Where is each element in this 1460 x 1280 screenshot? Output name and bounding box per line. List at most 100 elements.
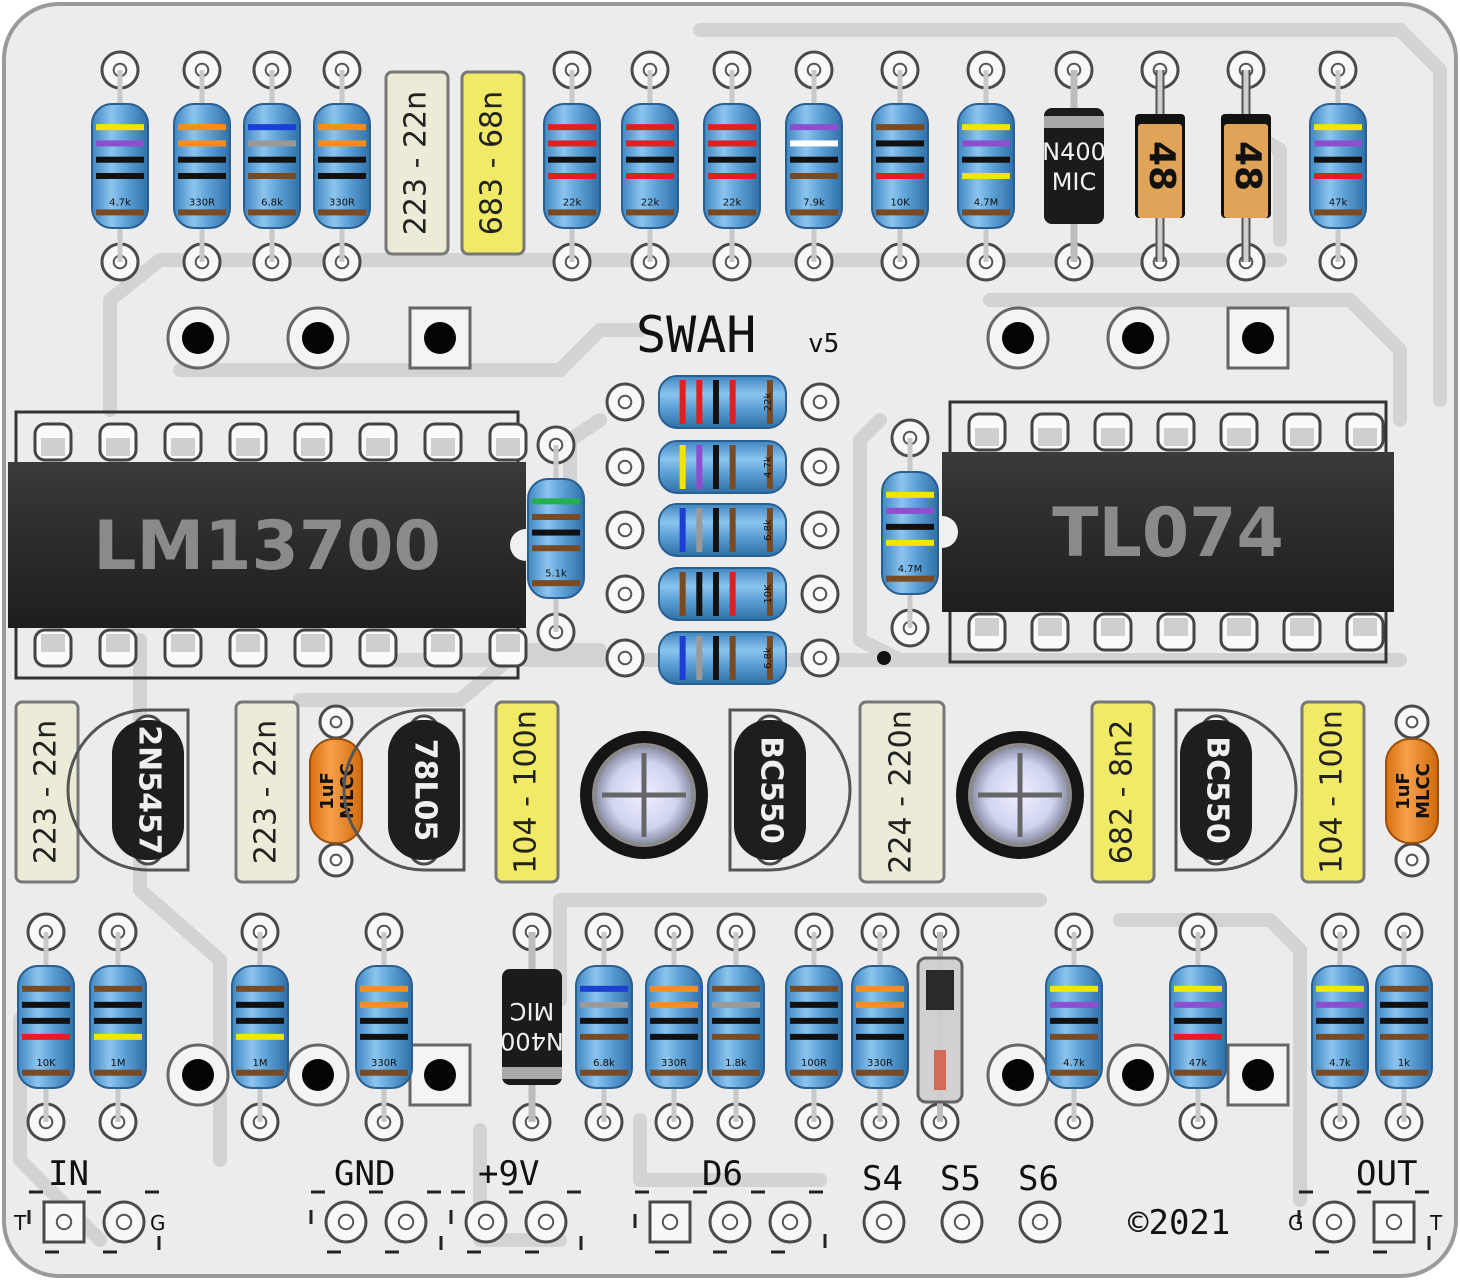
film-cap-label: 104 - 100n [1315,710,1350,873]
resistor: 22k [543,50,601,282]
pot-lug-hole [1226,306,1290,370]
resistor-pad [605,447,645,487]
resistor: 330R [173,50,231,282]
resistor-label: 10K [36,1058,56,1069]
resistor: 330R [355,912,413,1142]
resistor: 6.8k [605,503,840,557]
connector-s6-label: S6 [1018,1159,1059,1199]
resistor: 5.1k [527,425,585,652]
transistor-label: BC550 [754,736,789,844]
resistor-label: 6.8k [261,198,283,209]
resistor: 1.8k [707,912,765,1142]
resistor: 100R [785,912,843,1142]
resistor: 330R [313,50,371,282]
copper-traces [13,23,1447,1247]
resistor: 330R [645,912,703,1142]
resistor-label: 4.7M [974,198,999,209]
resistor-label: 22k [641,198,660,209]
resistor-pad [605,574,645,614]
film-cap-label: 223 - 22n [249,720,284,864]
resistor: 4.7M [881,418,939,648]
resistor-label: 10K [890,198,910,209]
resistor-label: 47k [1329,198,1348,209]
signal-diode-label: 48 [1227,141,1268,191]
resistor: 22k [605,375,840,429]
resistor-pad [800,574,840,614]
signal-diode-label: 48 [1141,141,1182,191]
resistor-pad [800,382,840,422]
film-cap-label: 682 - 8n2 [1105,720,1140,864]
resistor: 4.7k [91,50,149,282]
board-title: SWAH [636,306,756,364]
resistor-label: 22k [763,393,774,412]
film-cap-label: 104 - 100n [509,710,544,873]
diode-label: N400 [1042,138,1106,166]
resistor-label: 330R [867,1058,893,1069]
mlcc-label-value: 1uF [317,772,338,810]
resistor-pad [800,638,840,678]
out-tip-label: T [1429,1211,1443,1235]
resistor: 4.7k [605,440,840,494]
film-cap-label: 683 - 68n [475,91,510,235]
transistor-label: 2N5457 [132,725,167,854]
resistor-label: 22k [723,198,742,209]
ic-label: TL074 [1052,494,1284,573]
resistor-label: 4.7k [763,456,774,478]
film-cap-label: 224 - 220n [884,710,919,873]
resistor-label: 330R [189,198,215,209]
transistor: BC550 [1174,708,1298,872]
signal-diode: 48 [1135,50,1185,282]
mlcc-pad [318,842,354,878]
zener-diode [916,912,964,1142]
pot-lug-hole [286,1043,350,1107]
resistor-label: 330R [661,1058,687,1069]
transistor: BC550 [728,708,852,872]
resistor: 6.8k [605,631,840,685]
resistor-pad [605,382,645,422]
mlcc-pad [1394,842,1430,878]
resistor: 1M [89,912,147,1142]
header-pin [648,1200,692,1244]
gnd-header [309,1190,443,1254]
s5-pad [940,1200,984,1244]
film-cap-label: 223 - 22n [399,91,434,235]
connector-9v-label: +9V [478,1154,539,1194]
pot-lug-hole [986,306,1050,370]
mlcc-label-type: MLCC [337,763,358,819]
resistor-label: 47k [1189,1058,1208,1069]
power-9v-header [449,1190,583,1254]
pot-lug-hole [166,306,230,370]
connector-in-label: IN [48,1154,89,1194]
header-pin [768,1200,812,1244]
header-pin [708,1200,752,1244]
out-ground-label: G [1288,1211,1304,1235]
pin1-marker [877,651,891,665]
connector-s4-label: S4 [862,1159,903,1199]
transistor-label: BC550 [1200,736,1235,844]
resistor: 6.8k [243,50,301,282]
resistor: 47k [1169,912,1227,1142]
pot-lug-hole [286,306,350,370]
dip-ic: TL074 [926,400,1394,664]
board-version: v5 [808,329,839,359]
diode-label: N400 [500,1027,564,1055]
input-jack-header [27,1190,161,1254]
resistor-label: 1k [1398,1058,1410,1069]
header-pin [384,1200,428,1244]
resistor-label: 4.7k [1329,1058,1351,1069]
resistor: 47k [1309,50,1367,282]
electrolytic-capacitor [580,731,708,859]
resistor: 1k [1375,912,1433,1142]
mlcc-label-type: MLCC [1413,763,1434,819]
pot-lug-hole [986,1043,1050,1107]
resistor-label: 1M [111,1058,126,1069]
resistor-label: 6.8k [763,647,774,669]
resistor: 10K [605,567,840,621]
resistor: 1M [231,912,289,1142]
components-layer: 4.7k 330R 6.8k 330R 223 - 22n 683 - 68n 22k 22k… [8,50,1439,1254]
copyright-text: ©2021 [1128,1203,1230,1243]
resistor-pad [605,638,645,678]
mlcc-label-value: 1uF [1393,772,1414,810]
